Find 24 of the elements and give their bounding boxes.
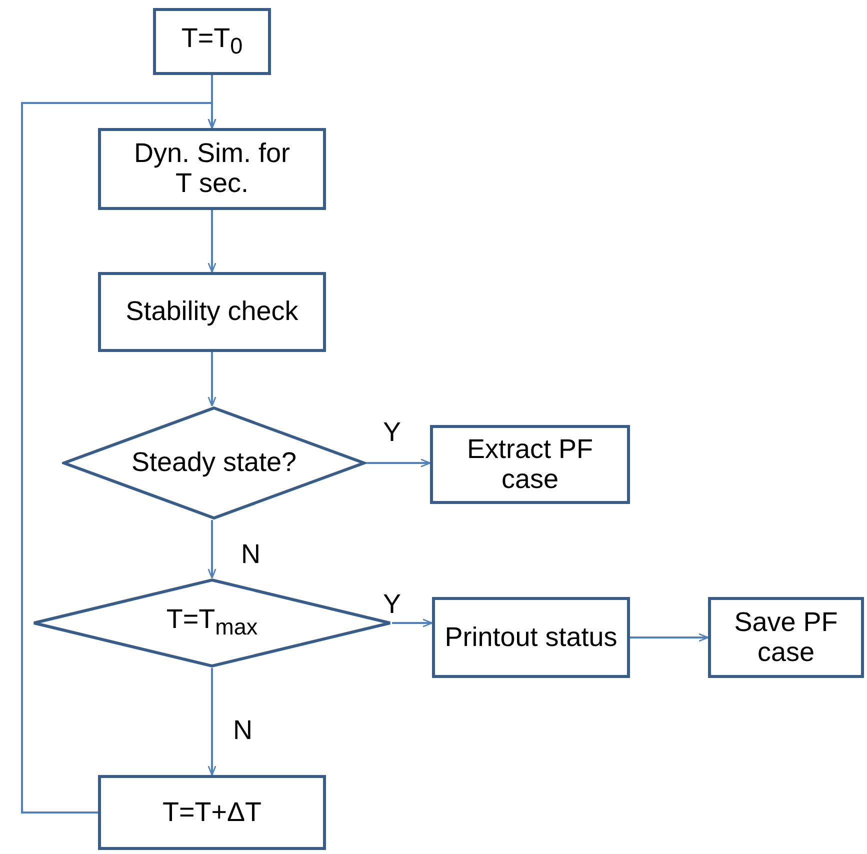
step-label: Stability check xyxy=(124,297,300,327)
process-box xyxy=(98,272,326,352)
step-label: T=T$_{0}$ xyxy=(180,24,244,60)
step-label: Extract PF case xyxy=(466,434,594,494)
process-box xyxy=(98,775,326,850)
arrow xyxy=(366,458,431,468)
process-box xyxy=(432,597,630,678)
arrow xyxy=(630,633,709,642)
arrow xyxy=(392,618,433,628)
arrow xyxy=(208,352,216,407)
step-label: Steady state? xyxy=(130,448,298,478)
arrow xyxy=(208,210,216,273)
step-label: Save PF case xyxy=(733,608,839,668)
process-box xyxy=(98,128,326,210)
arrow xyxy=(208,520,216,579)
arrow xyxy=(208,668,216,776)
arrow xyxy=(21,102,216,814)
step-label: T=T$_{max}$ xyxy=(165,605,259,641)
step-label: T=T+ΔT xyxy=(161,798,263,828)
step-label: Dyn. Sim. for T sec. xyxy=(132,139,292,199)
step-label: Printout status xyxy=(444,622,618,652)
process-box xyxy=(430,425,630,504)
process-box xyxy=(153,8,271,75)
process-box xyxy=(708,597,864,678)
